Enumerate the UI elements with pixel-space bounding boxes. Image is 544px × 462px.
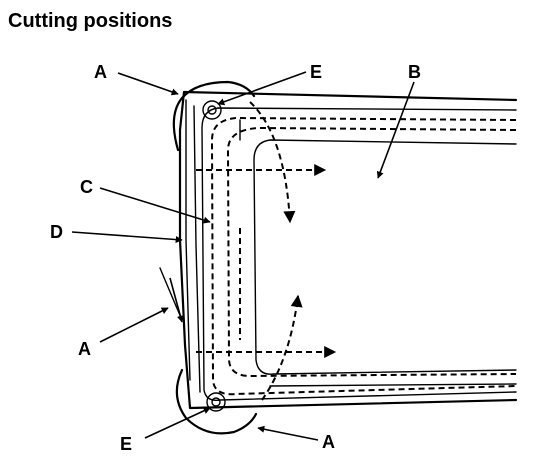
callout-c: C [80,177,93,197]
callout-e-bottom: E [120,434,132,454]
panel-inner-edge [201,107,517,401]
leader-a-bottom [257,425,319,441]
cut-path-diagonal-up [261,294,303,401]
callout-a-bottom: A [322,432,335,452]
cut-path-diagonal-down [249,101,296,224]
leader-a-left [99,307,169,343]
leader-lines [71,71,415,441]
bottom-corner-arc [175,368,258,435]
leader-e-top [217,71,307,106]
bottom-clip-outer [206,392,226,412]
top-corner-arc [172,80,256,152]
callout-b: B [408,62,421,82]
callout-labels: A E B C D A E A [50,62,421,454]
diagram-title: Cutting positions [8,10,172,32]
callout-e-top: E [310,62,322,82]
glass-panel [178,90,518,410]
panel-seal-line [239,119,517,387]
leader-a-left-arrow [169,277,184,323]
leader-c [99,187,211,224]
leader-b [376,81,415,179]
leader-a-top [117,72,179,96]
panel-edge-line-d [185,99,191,381]
panel-edge-line-c [193,105,201,393]
leader-e-bottom [144,407,211,439]
bottom-clip-inner [211,397,221,407]
top-clip-outer [202,100,222,120]
callout-a-left: A [78,339,91,359]
fixing-clips [202,100,226,412]
callout-a-top: A [94,62,107,82]
top-clip-inner [207,105,217,115]
cutting-paths [196,101,517,401]
cut-path-inner-loop [227,127,517,377]
callout-d: D [50,222,63,242]
leader-d [71,231,183,244]
corner-cut-arcs [159,80,258,435]
panel-outer-edge [178,90,518,410]
panel-opening [253,139,517,375]
